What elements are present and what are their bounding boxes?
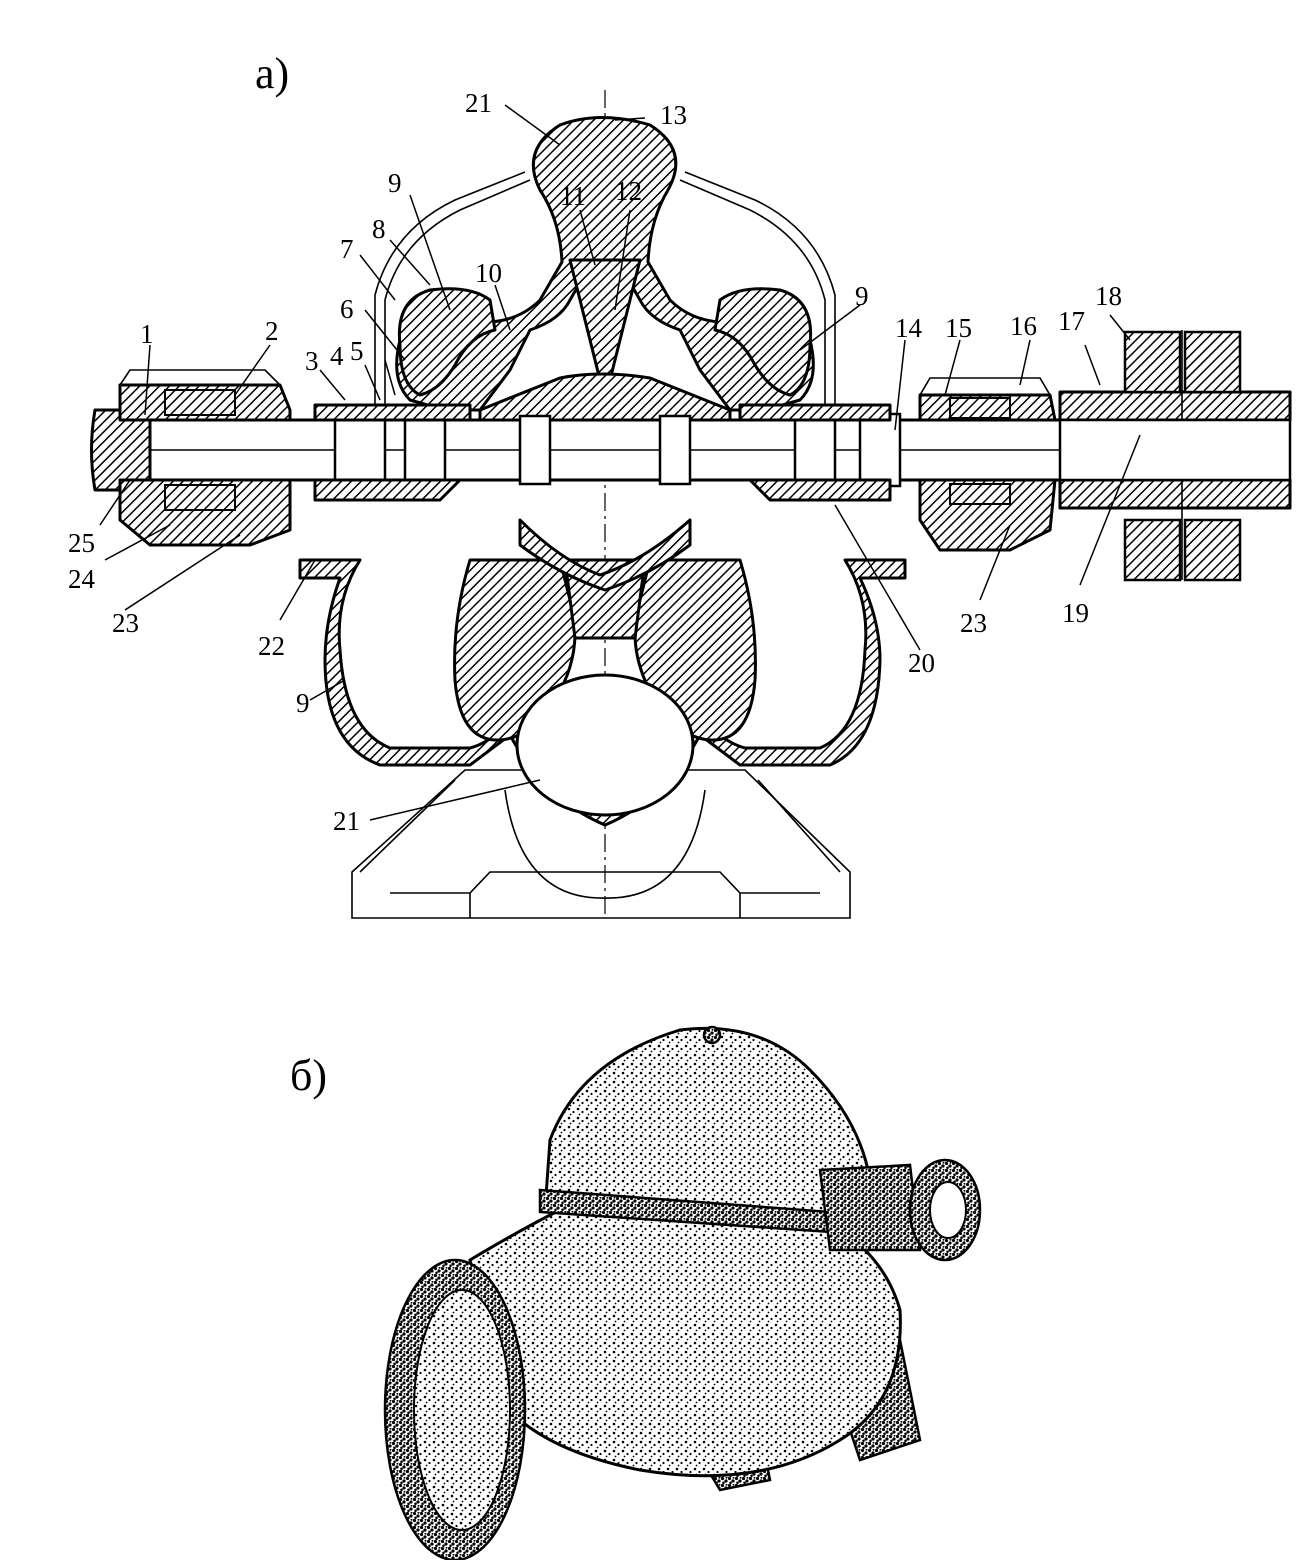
callout-18: 18 bbox=[1095, 281, 1122, 311]
callout-21-bottom: 21 bbox=[333, 806, 360, 836]
callout-19: 19 bbox=[1062, 598, 1089, 628]
vent-plug bbox=[702, 1025, 722, 1045]
callout-14: 14 bbox=[895, 313, 923, 343]
callout-25: 25 bbox=[68, 528, 95, 558]
panel-a-label: а) bbox=[255, 49, 289, 98]
callout-9-upper-right: 9 bbox=[855, 281, 869, 311]
callout-10: 10 bbox=[475, 258, 502, 288]
panel-b-pump-photo: б) bbox=[290, 1025, 982, 1560]
callout-9-upper-left: 9 bbox=[388, 168, 402, 198]
callout-labels: 1 2 3 4 5 6 7 8 9 10 11 12 13 21 9 14 15… bbox=[68, 88, 1122, 836]
callout-23-left: 23 bbox=[112, 608, 139, 638]
callout-5: 5 bbox=[350, 336, 364, 366]
callout-20: 20 bbox=[908, 648, 935, 678]
callout-3: 3 bbox=[305, 346, 319, 376]
callout-23-right: 23 bbox=[960, 608, 987, 638]
right-stuffing-box bbox=[738, 403, 892, 502]
panel-b-label: б) bbox=[290, 1051, 327, 1100]
callout-17: 17 bbox=[1058, 306, 1085, 336]
left-bearing-housing bbox=[90, 369, 292, 547]
callout-11: 11 bbox=[560, 181, 586, 211]
callout-16: 16 bbox=[1010, 311, 1037, 341]
callout-8: 8 bbox=[372, 214, 386, 244]
callout-7: 7 bbox=[340, 234, 354, 264]
shaft-end-bearing bbox=[818, 1158, 982, 1262]
callout-9-lower: 9 bbox=[296, 688, 310, 718]
callout-leaders bbox=[99, 104, 1141, 821]
pump-upper-casing bbox=[543, 1026, 872, 1222]
callout-24: 24 bbox=[68, 564, 96, 594]
suction-flange bbox=[383, 1258, 527, 1560]
left-stuffing-box bbox=[313, 403, 472, 502]
callout-21-top: 21 bbox=[465, 88, 492, 118]
callout-2: 2 bbox=[265, 316, 279, 346]
callout-4: 4 bbox=[330, 341, 344, 371]
pump-base bbox=[351, 769, 851, 919]
callout-13: 13 bbox=[660, 100, 687, 130]
callout-6: 6 bbox=[340, 294, 354, 324]
upper-casing bbox=[374, 116, 836, 422]
callout-15: 15 bbox=[945, 313, 972, 343]
lower-volute-casing bbox=[298, 518, 907, 827]
shaft bbox=[148, 412, 1152, 488]
callout-1: 1 bbox=[140, 319, 154, 349]
coupling bbox=[1058, 330, 1292, 582]
callout-22: 22 bbox=[258, 631, 285, 661]
callout-12: 12 bbox=[615, 176, 642, 206]
panel-a-section-drawing: а) bbox=[68, 49, 1292, 919]
right-bearing-housing bbox=[918, 377, 1057, 552]
